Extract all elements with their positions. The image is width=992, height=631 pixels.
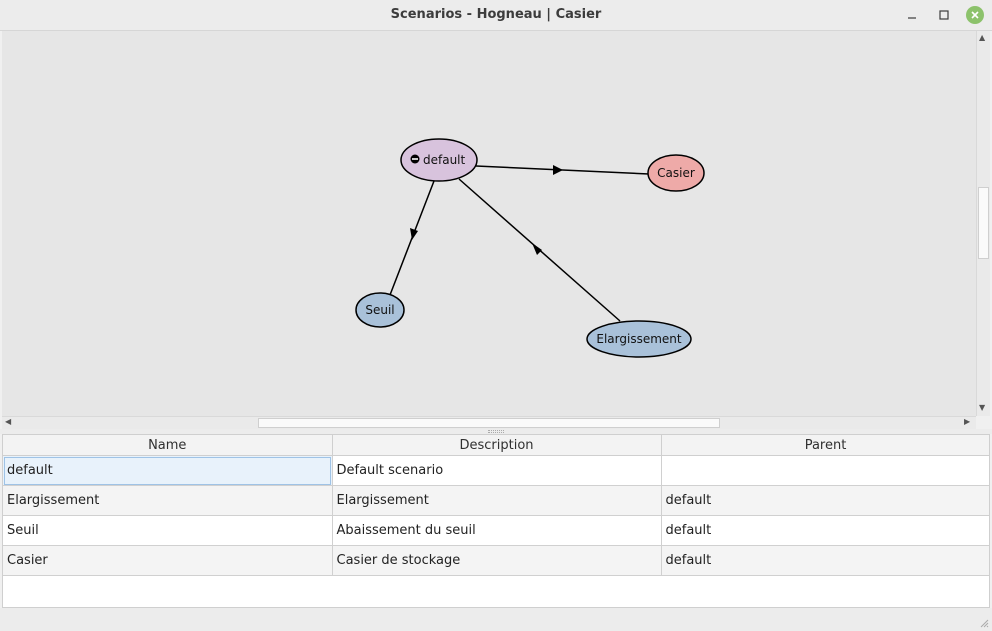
splitter-grip-icon[interactable] bbox=[488, 430, 504, 433]
minimize-icon bbox=[908, 17, 916, 19]
cell-description[interactable]: Abaissement du seuil bbox=[332, 515, 662, 546]
close-icon bbox=[971, 11, 979, 19]
node-label-default: default bbox=[423, 153, 466, 167]
table-row[interactable]: default Default scenario bbox=[3, 455, 989, 486]
scroll-left-icon[interactable]: ◀ bbox=[5, 417, 12, 426]
node-seuil[interactable]: Seuil bbox=[355, 292, 405, 328]
table-row[interactable]: Elargissement Elargissement default bbox=[3, 485, 989, 516]
node-label-seuil: Seuil bbox=[365, 303, 394, 317]
vertical-scroll-thumb[interactable] bbox=[978, 187, 989, 259]
title-bar: Scenarios - Hogneau | Casier bbox=[0, 0, 992, 31]
scenario-graph: default Casier Seuil Elargissement bbox=[355, 138, 705, 358]
cell-name[interactable]: default bbox=[3, 455, 333, 486]
scenario-graph-canvas[interactable]: default Casier Seuil Elargissement bbox=[2, 31, 976, 416]
cell-parent[interactable]: default bbox=[661, 515, 989, 546]
cell-description[interactable]: Elargissement bbox=[332, 485, 662, 516]
vertical-scrollbar[interactable]: ▲ ▼ bbox=[976, 31, 990, 416]
scroll-up-icon[interactable]: ▲ bbox=[979, 33, 986, 42]
cell-name[interactable]: Elargissement bbox=[3, 485, 333, 516]
node-label-elargissement: Elargissement bbox=[596, 332, 682, 346]
scroll-right-icon[interactable]: ▶ bbox=[964, 417, 971, 426]
cell-description[interactable]: Casier de stockage bbox=[332, 545, 662, 576]
column-header-name[interactable]: Name bbox=[3, 435, 333, 456]
node-elargissement[interactable]: Elargissement bbox=[586, 320, 692, 358]
table-row[interactable]: Casier Casier de stockage default bbox=[3, 545, 989, 576]
window-title: Scenarios - Hogneau | Casier bbox=[390, 7, 602, 22]
node-default[interactable]: default bbox=[400, 138, 478, 182]
node-casier[interactable]: Casier bbox=[647, 154, 705, 192]
column-header-parent[interactable]: Parent bbox=[661, 435, 989, 456]
cell-parent[interactable] bbox=[661, 455, 989, 486]
table-row[interactable]: Seuil Abaissement du seuil default bbox=[3, 515, 989, 546]
cell-name[interactable]: Casier bbox=[3, 545, 333, 576]
column-header-description[interactable]: Description bbox=[332, 435, 662, 456]
minimize-button[interactable] bbox=[901, 5, 923, 25]
close-button[interactable] bbox=[966, 6, 984, 24]
edge-default-seuil bbox=[389, 180, 435, 296]
maximize-icon bbox=[939, 10, 949, 20]
cell-parent[interactable]: default bbox=[661, 485, 989, 516]
panel-splitter[interactable] bbox=[0, 429, 992, 434]
table-header-row: Name Description Parent bbox=[3, 435, 989, 456]
node-label-casier: Casier bbox=[657, 166, 695, 180]
cell-name[interactable]: Seuil bbox=[3, 515, 333, 546]
cell-description[interactable]: Default scenario bbox=[332, 455, 662, 486]
edge-default-casier bbox=[475, 165, 650, 175]
resize-grip-icon[interactable] bbox=[979, 618, 989, 628]
current-scenario-icon bbox=[410, 154, 420, 164]
maximize-button[interactable] bbox=[933, 5, 955, 25]
horizontal-scrollbar[interactable]: ◀ ▶ bbox=[2, 416, 976, 429]
horizontal-scroll-thumb[interactable] bbox=[258, 418, 720, 428]
scenario-table[interactable]: Name Description Parent default Default … bbox=[2, 434, 990, 608]
scroll-down-icon[interactable]: ▼ bbox=[979, 403, 986, 412]
edge-default-elargissement bbox=[458, 178, 621, 322]
status-bar bbox=[0, 608, 992, 631]
cell-parent[interactable]: default bbox=[661, 545, 989, 576]
